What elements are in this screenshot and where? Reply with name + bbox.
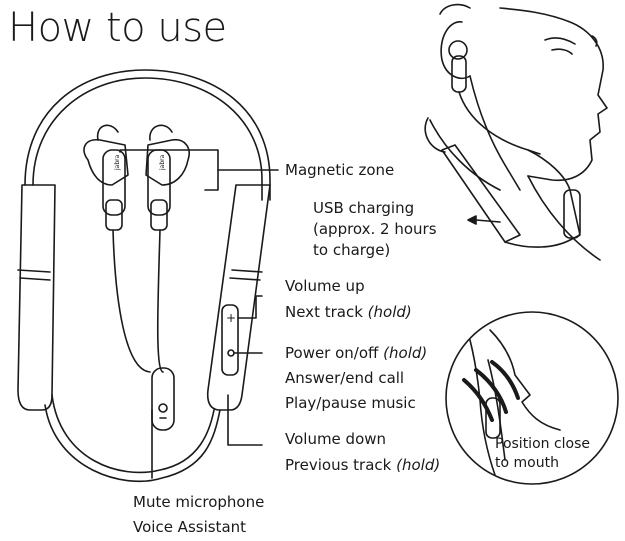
answer-end-label: Answer/end call [285,368,404,389]
magnetic-zone-label: Magnetic zone [285,160,394,181]
power-label: Power on/off (hold) [285,343,427,364]
neckband: + [18,70,270,481]
volume-down-label: Volume down [285,429,386,450]
next-track-text: Next track [285,303,363,321]
usb-charging-label-1: USB charging [313,198,414,219]
power-text: Power on/off [285,344,378,362]
voice-assistant-label: Voice Assistant [133,517,246,538]
volume-up-label: Volume up [285,276,365,297]
earbud-left [84,125,128,230]
usb-charging-label-2: (approx. 2 hours [313,219,437,240]
position-label-2: to mouth [495,453,559,474]
play-pause-label: Play/pause music [285,393,416,414]
earbud-right [146,125,189,230]
previous-track-hold: (hold) [396,456,440,474]
position-label-1: Position close [495,434,590,455]
next-track-label: Next track (hold) [285,302,412,323]
mute-label: Mute microphone [133,492,264,513]
usb-charging-label-3: to charge) [313,240,390,261]
earbud-brand-left: jabra [107,155,128,170]
next-track-hold: (hold) [368,303,412,321]
svg-text:+: + [226,311,236,325]
person-wearing-headset [425,5,607,260]
power-hold: (hold) [383,344,427,362]
earbud-brand-right: jabra [152,155,173,170]
previous-track-label: Previous track (hold) [285,455,440,476]
previous-track-text: Previous track [285,456,391,474]
